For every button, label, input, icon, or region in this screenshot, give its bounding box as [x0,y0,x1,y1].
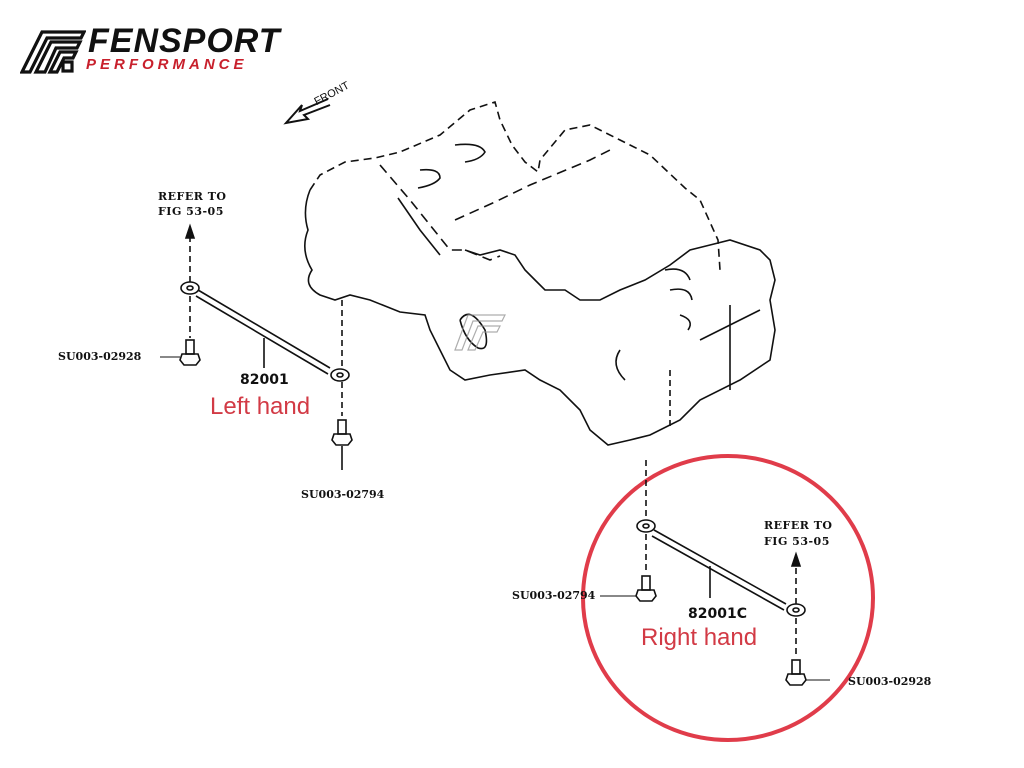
right-bolt-left-label: SU003-02794 [512,589,596,602]
right-refer-line1: REFER TO [764,519,833,532]
right-highlight-circle [581,454,875,742]
left-hand-label: Left hand [210,393,311,420]
up-arrow-icon [790,551,802,567]
left-bolt-lower-label: SU003-02794 [301,488,385,501]
left-refer-line1: REFER TO [158,190,227,203]
front-arrow-icon [283,98,331,125]
brand-logo: FENSPORT PERFORMANCE [20,22,300,76]
up-arrow-icon [184,223,196,239]
logo-mark-icon [20,30,86,74]
left-part-number: 82001 [240,372,289,388]
left-refer-line2: FIG 53-05 [158,205,224,218]
right-part-number: 82001C [688,606,747,622]
right-hand-label: Right hand [641,624,758,651]
watermark-logo-icon [454,314,506,351]
right-bolt-right-label: SU003-02928 [848,675,932,688]
engine-illustration [304,100,776,446]
right-refer-line2: FIG 53-05 [764,535,830,548]
logo-title: FENSPORT [88,22,281,60]
left-bolt-upper-label: SU003-02928 [58,350,142,363]
right-link-drawing [600,460,830,686]
logo-subtitle: PERFORMANCE [86,56,248,73]
left-link-drawing [160,223,353,470]
